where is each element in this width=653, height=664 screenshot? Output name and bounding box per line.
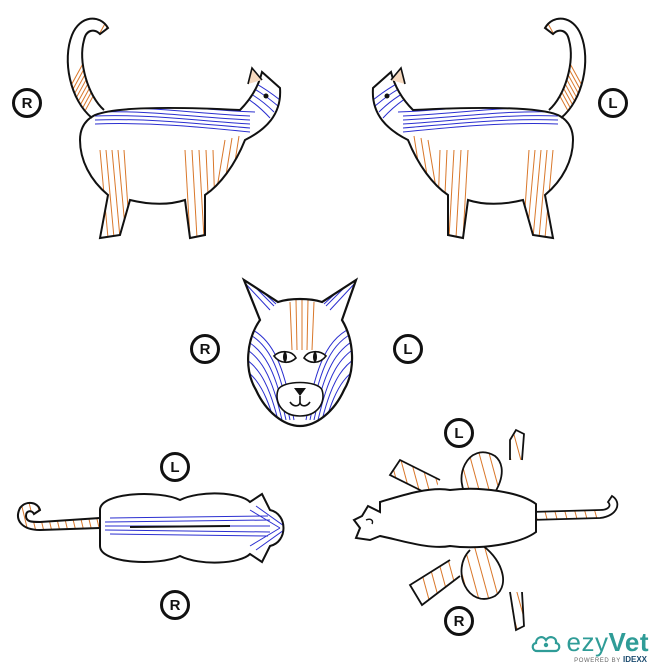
face-right-label: L (393, 334, 423, 364)
dorsal-view (0, 470, 300, 590)
body-outline (80, 72, 280, 238)
spine-fur-lines (105, 506, 284, 550)
ventral-view (340, 420, 630, 640)
forehead-fur-lines (290, 300, 314, 350)
back-fur-lines (373, 78, 558, 132)
ventral-top-label: L (444, 418, 474, 448)
ventral-body-outline (354, 489, 536, 547)
eye-icon (264, 94, 269, 99)
tail-fur-lines (52, 20, 135, 120)
ezyvet-logo: ezyVet (531, 627, 650, 658)
side-right-label: R (12, 88, 42, 118)
brand-name: ezyVet (567, 627, 650, 658)
tail-outline (545, 19, 585, 118)
tail-fur-lines (10, 490, 102, 540)
brand-prefix: ezy (567, 627, 609, 657)
tail-fur-lines (518, 20, 601, 120)
powered-by-text: POWERED BY (574, 658, 621, 664)
back-fur-lines (95, 78, 280, 132)
eye-icon (385, 94, 390, 99)
side-view-left (323, 0, 653, 250)
leg-fur-lines (100, 136, 239, 238)
side-left-label: L (598, 88, 628, 118)
brand-suffix: Vet (608, 627, 649, 657)
dorsal-top-label: L (160, 452, 190, 482)
body-outline (373, 72, 573, 238)
company-name: IDEXX (623, 655, 647, 664)
spine-line (130, 526, 230, 527)
face-view (230, 270, 370, 440)
dorsal-bottom-label: R (160, 590, 190, 620)
side-view-right (0, 0, 330, 250)
dorsal-body-outline (100, 493, 284, 562)
leg-fur-lines (414, 136, 553, 238)
brand-powered-by: POWERED BY IDEXX (574, 655, 647, 664)
tail-outline (68, 19, 108, 118)
face-left-label: R (190, 334, 220, 364)
ventral-bottom-label: R (444, 606, 474, 636)
paw-cloud-icon (531, 631, 561, 655)
